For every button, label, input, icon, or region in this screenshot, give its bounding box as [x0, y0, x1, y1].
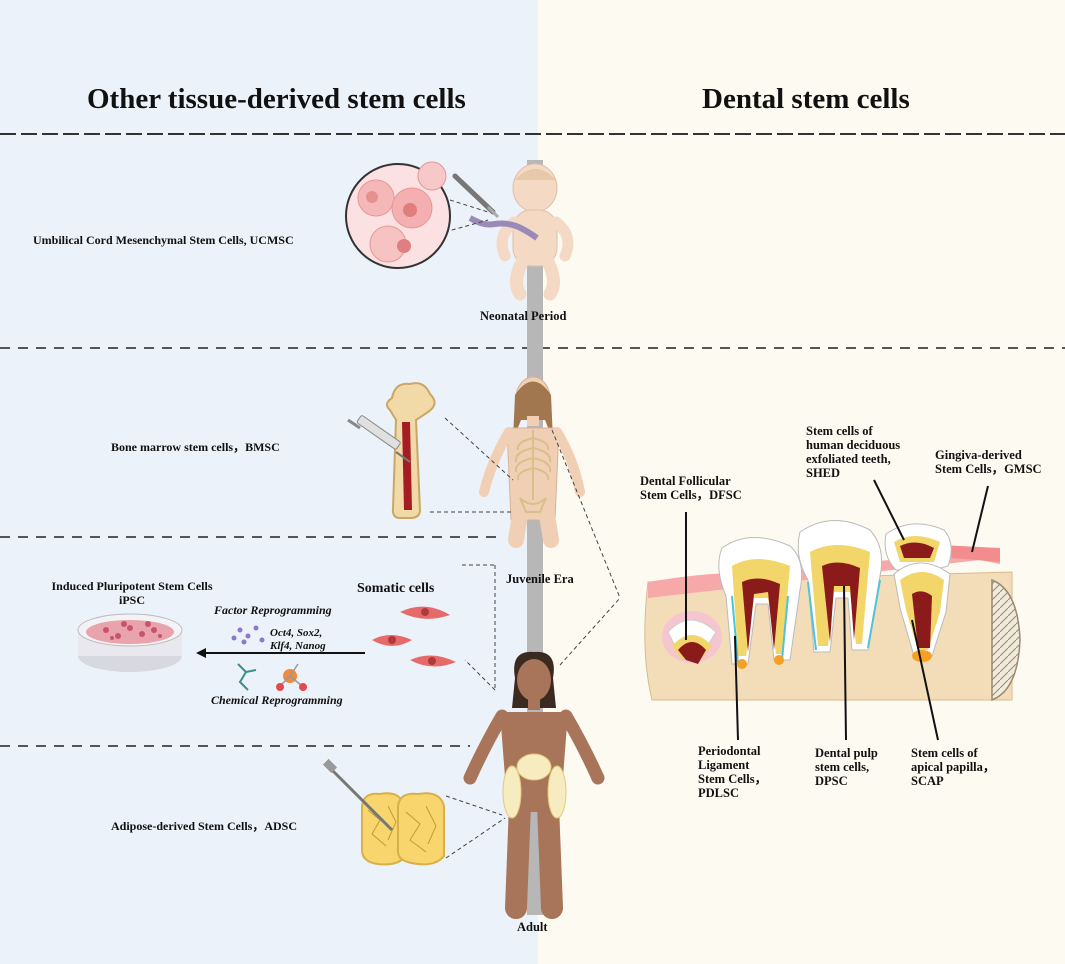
petri-dish-icon: [77, 613, 183, 672]
label-adsc: Adipose-derived Stem Cells，ADSC: [111, 819, 297, 833]
stage-label-neonatal: Neonatal Period: [480, 309, 567, 323]
scalpel-icon: [452, 173, 500, 219]
label-shed: Stem cells of human deciduous exfoliated…: [806, 424, 901, 480]
left-panel-background: [0, 0, 538, 964]
needle-icon: [322, 758, 394, 832]
label-scap: Stem cells of apical papilla， SCAP: [911, 746, 996, 788]
label-chemical-reprogramming: Chemical Reprogramming: [211, 693, 343, 707]
label-ucmsc: Umbilical Cord Mesenchymal Stem Cells, U…: [33, 233, 294, 247]
umbilical-cord: [468, 215, 539, 241]
left-panel-title: Other tissue-derived stem cells: [87, 83, 466, 115]
ucmsc-cells-magnifier: [345, 161, 451, 269]
factor-molecules-icon: [231, 625, 265, 645]
molar-tooth-2: [797, 520, 883, 653]
syringe-icon: [347, 415, 411, 463]
label-somatic-cells: Somatic cells: [357, 581, 435, 596]
label-ipsc: Induced Pluripotent Stem Cells iPSC: [51, 579, 213, 607]
label-bmsc: Bone marrow stem cells，BMSC: [111, 440, 280, 454]
somatic-cells-icon: [372, 606, 456, 667]
stage-label-juvenile: Juvenile Era: [506, 572, 574, 586]
label-factor-list: Oct4, Sox2, Klf4, Nanog: [270, 627, 326, 652]
label-gmsc: Gingiva-derived Stem Cells，GMSC: [935, 448, 1042, 476]
dental-follicle-tooth: [662, 611, 722, 664]
right-panel-background: [538, 0, 1065, 964]
adipose-tissue-icon: [361, 792, 445, 866]
chemical-molecule-icon: [237, 663, 307, 691]
dental-leader-lines: [685, 479, 989, 741]
right-panel-title: Dental stem cells: [702, 83, 910, 115]
stage-label-adult: Adult: [517, 920, 548, 934]
label-dfsc: Dental Follicular Stem Cells，DFSC: [640, 474, 742, 502]
adult-figure: [463, 651, 605, 919]
juvenile-figure: [479, 376, 585, 548]
label-pdlsc: Periodontal Ligament Stem Cells， PDLSC: [698, 744, 768, 800]
label-dpsc: Dental pulp stem cells, DPSC: [815, 746, 878, 788]
femur-bone-icon: [386, 382, 436, 519]
molar-tooth-1: [718, 537, 803, 669]
permanent-tooth-germ: [893, 562, 951, 662]
label-factor-reprogramming: Factor Reprogramming: [214, 603, 332, 617]
